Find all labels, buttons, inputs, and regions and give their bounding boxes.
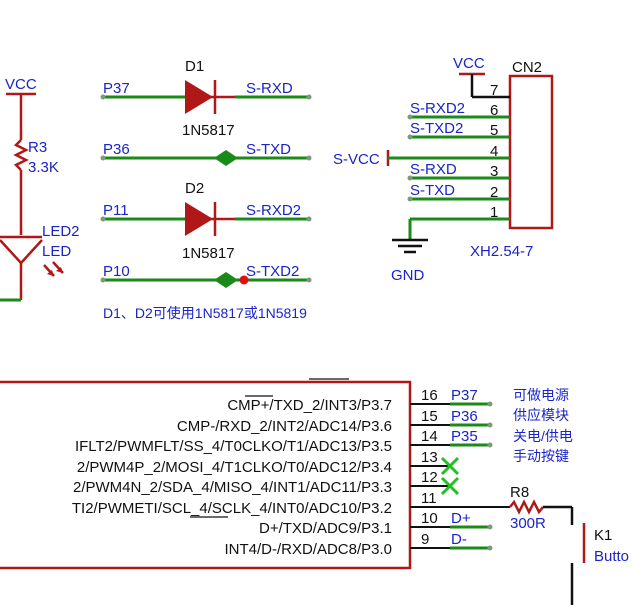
net-p11-left: P11: [103, 202, 129, 219]
mcu-pin-num: 15: [421, 408, 438, 425]
mcu-net-label: D-: [451, 531, 467, 548]
d1-part: 1N5817: [182, 122, 235, 139]
side-note-line: 可做电源: [513, 387, 569, 403]
side-note-line: 供应模块: [513, 407, 569, 423]
led2-value: LED: [42, 243, 71, 260]
mcu-pin-func: INT4/D-/RXD/ADC8/P3.0: [224, 541, 392, 558]
gnd-label: GND: [391, 267, 425, 284]
cn2-pin-num: 4: [490, 143, 498, 160]
cn2-pin-num: 1: [490, 204, 498, 221]
cn2-net-label: S-TXD2: [410, 120, 463, 137]
mcu-pin-func: 2/PWM4N_2/SDA_4/MISO_4/INT1/ADC11/P3.3: [73, 479, 392, 496]
led2-ref: LED2: [42, 223, 80, 240]
net-p10-left: P10: [103, 263, 130, 280]
mcu-pin-num: 9: [421, 531, 429, 548]
mcu-pin-func: 2/PWM4P_2/MOSI_4/T1CLKO/T0/ADC12/P3.4: [77, 459, 392, 476]
net-s-txd2-right: S-TXD2: [246, 263, 299, 280]
d2-ref: D2: [185, 180, 204, 197]
mcu-pin-num: 14: [421, 428, 438, 445]
mcu-pin-num: 13: [421, 449, 438, 466]
net-p36-left: P36: [103, 141, 130, 158]
mcu-block: [0, 378, 493, 570]
mcu-net-label: P37: [451, 387, 478, 404]
mcu-net-label: P36: [451, 408, 478, 425]
cn2-ref: CN2: [512, 59, 542, 76]
mcu-net-label: P35: [451, 428, 478, 445]
side-note-line: 手动按键: [513, 448, 569, 464]
mcu-pin-num: 16: [421, 387, 438, 404]
net-s-rxd-right: S-RXD: [246, 80, 293, 97]
net-s-txd-right: S-TXD: [246, 141, 291, 158]
k1-button: [570, 523, 586, 605]
r8-resistor: [450, 499, 574, 525]
r8-ref: R8: [510, 484, 529, 501]
cn2-pin-num: 7: [490, 82, 498, 99]
diode-note: D1、D2可使用1N5817或1N5819: [103, 305, 307, 321]
s-vcc-label: S-VCC: [333, 151, 380, 168]
cn2-pin-num: 2: [490, 184, 498, 201]
d2-part: 1N5817: [182, 245, 235, 262]
cn2-net-label: S-RXD2: [410, 100, 465, 117]
net-s-rxd2-right: S-RXD2: [246, 202, 301, 219]
cn2-pin-num: 5: [490, 122, 498, 139]
r3-ref: R3: [28, 139, 47, 156]
d1-row: [100, 80, 312, 114]
mcu-pin-func: IFLT2/PWMFLT/SS_4/T0CLKO/T1/ADC13/P3.5: [75, 438, 392, 455]
r3-value: 3.3K: [28, 159, 59, 176]
k1-label: Butto: [594, 548, 629, 565]
vcc-left-label: VCC: [5, 76, 37, 93]
k1-ref: K1: [594, 527, 612, 544]
vcc-left-symbol: [6, 92, 36, 140]
mcu-pin-num: 12: [421, 469, 438, 486]
cn2-pin-num: 3: [490, 163, 498, 180]
r8-value: 300R: [510, 515, 546, 532]
mcu-pin-num: 10: [421, 510, 438, 527]
mcu-net-label: D+: [451, 510, 471, 527]
mcu-pin-num: 11: [421, 490, 437, 507]
d2-row: [100, 202, 312, 236]
mcu-pin-func: TI2/PWMETI/SCL_4/SCLK_4/INT0/ADC10/P3.2: [72, 500, 392, 517]
p10-row: [100, 272, 312, 288]
p36-row: [100, 150, 312, 166]
mcu-pin-func: CMP+/TXD_2/INT3/P3.7: [227, 397, 392, 414]
net-p37-left: P37: [103, 80, 130, 97]
mcu-pin-func: CMP-/RXD_2/INT2/ADC14/P3.6: [177, 418, 392, 435]
vcc-cn2-label: VCC: [453, 55, 485, 72]
cn2-connector: [386, 72, 554, 254]
d1-ref: D1: [185, 58, 204, 75]
cn2-net-label: S-RXD: [410, 161, 457, 178]
side-note-line: 关电/供电: [513, 428, 573, 444]
cn2-footprint: XH2.54-7: [470, 243, 533, 260]
cn2-net-label: S-TXD: [410, 182, 455, 199]
cn2-pin-num: 6: [490, 102, 498, 119]
r3-resistor: [13, 139, 29, 235]
led2-diode: [0, 235, 64, 302]
mcu-pin-func: D+/TXD/ADC9/P3.1: [259, 520, 392, 537]
